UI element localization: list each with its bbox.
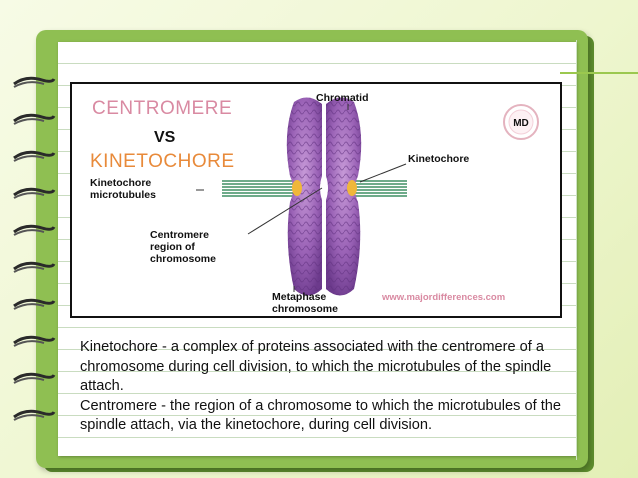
microtubules-left xyxy=(222,180,294,197)
ring-icon xyxy=(13,372,56,384)
chromosome-shape xyxy=(286,97,362,296)
diagram-title-kinetochore: KINETOCHORE xyxy=(90,151,235,172)
label-centromere-line2: region of xyxy=(150,241,195,253)
caption-kinetochore-definition: Kinetochore - a complex of proteins asso… xyxy=(80,339,552,395)
kinetochore-right xyxy=(347,180,357,196)
kinetochore-pointer xyxy=(359,163,407,183)
label-metaphase-line1: Metaphase xyxy=(272,291,326,303)
centromere-pointer xyxy=(247,187,323,235)
diagram-figure: CENTROMERE VS KINETOCHORE xyxy=(70,82,562,318)
ring-icon xyxy=(13,261,56,273)
diagram-title-centromere: CENTROMERE xyxy=(92,98,232,119)
label-chromatid: Chromatid xyxy=(316,92,369,104)
ring-icon xyxy=(13,224,56,236)
accent-line xyxy=(560,72,638,74)
md-logo-text: MD xyxy=(513,118,529,129)
ring-icon xyxy=(13,150,56,162)
label-metaphase-line2: chromosome xyxy=(272,303,338,315)
caption: Kinetochore - a complex of proteins asso… xyxy=(80,338,570,436)
ring-icon xyxy=(13,298,56,310)
chromosome-diagram: CENTROMERE VS KINETOCHORE xyxy=(90,92,539,315)
label-centromere-line1: Centromere xyxy=(150,229,209,241)
microtubules-right xyxy=(354,180,407,197)
md-logo-icon: MD xyxy=(503,104,539,140)
ring-icon xyxy=(13,76,56,88)
label-microtubules-line2: microtubules xyxy=(90,189,156,201)
ring-icon xyxy=(13,113,56,125)
margin-line xyxy=(576,40,577,460)
website-watermark: www.majordifferences.com xyxy=(381,292,505,303)
caption-centromere-definition: Centromere - the region of a chromosome … xyxy=(80,397,562,434)
label-microtubules-line1: Kinetochore xyxy=(90,177,151,189)
ring-icon xyxy=(13,409,56,421)
ring-icon xyxy=(13,335,56,347)
label-kinetochore: Kinetochore xyxy=(408,153,469,165)
ring-icon xyxy=(13,187,56,199)
label-centromere-line3: chromosome xyxy=(150,253,216,265)
kinetochore-left xyxy=(292,180,302,196)
diagram-title-vs: VS xyxy=(154,129,176,146)
